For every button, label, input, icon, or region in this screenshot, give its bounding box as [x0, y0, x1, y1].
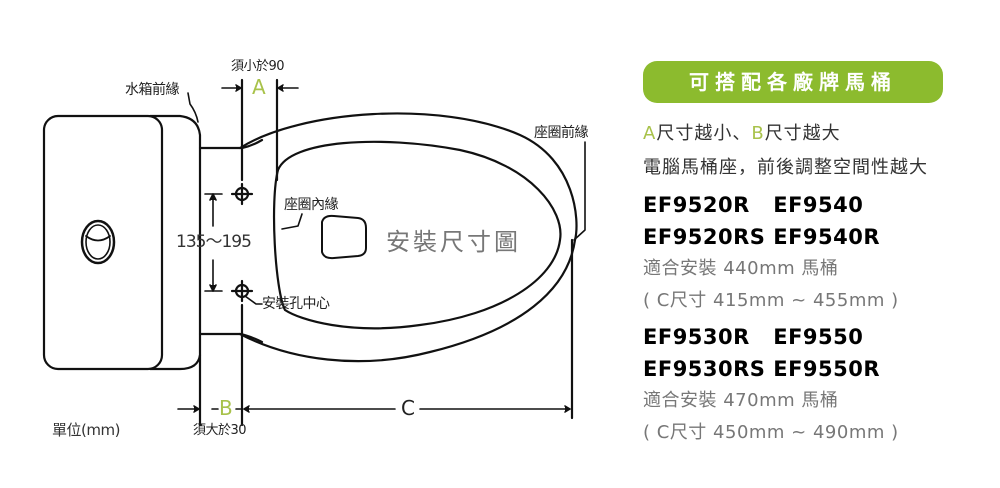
compatibility-badge: 可搭配各廠牌馬桶: [643, 61, 943, 103]
models-row: EF9520R EF9540: [643, 193, 864, 217]
a-note: 尺寸越小、: [656, 123, 752, 144]
dim-a-arrows: [221, 84, 299, 92]
size-note-line2: 電腦馬桶座，前後調整空間性越大: [643, 157, 928, 178]
letter-b: B: [751, 123, 765, 144]
must-be-greater-than-30-label: 須大於30: [193, 423, 247, 438]
dim-a-label: A: [252, 75, 266, 99]
c-range-text: ( C尺寸 415mm ~ 455mm ): [643, 290, 899, 311]
installation-dimension-diagram: 水箱前緣 須小於90 A 座圈前緣 座圈內緣 135～195 安裝孔中心 安裝尺…: [42, 59, 589, 439]
hole-spacing-label: 135～195: [176, 232, 252, 252]
models-row: EF9530RS EF9550R: [643, 357, 881, 381]
tank-front-edge-label: 水箱前緣: [125, 82, 180, 98]
model-group-1: EF9520R EF9540 EF9520RS EF9540R 適合安裝 440…: [643, 189, 983, 317]
models-row: EF9530R EF9550: [643, 325, 864, 349]
diagram-title: 安裝尺寸圖: [386, 228, 521, 256]
seat-inner-edge-label: 座圈內緣: [284, 197, 339, 213]
seat-inner-edge: [272, 140, 562, 330]
mounting-hole-top: [230, 182, 254, 206]
b-note: 尺寸越大: [764, 123, 841, 144]
fit-text: 適合安裝 470mm 馬桶: [643, 390, 839, 411]
tank-side: [148, 114, 202, 371]
c-range-text: ( C尺寸 450mm ~ 490mm ): [643, 422, 899, 443]
dim-c-label: C: [401, 396, 415, 420]
seat-front-edge-label: 座圈前緣: [534, 125, 589, 141]
fit-text: 適合安裝 440mm 馬桶: [643, 258, 839, 279]
unit-label: 單位(mm): [52, 421, 120, 439]
dim-bc-arrows: [177, 405, 571, 413]
letter-a: A: [643, 123, 657, 144]
mounting-hole-center-label: 安裝孔中心: [262, 296, 330, 312]
mounting-hole-bottom: [230, 279, 254, 303]
size-note-line1: A尺寸越小、B尺寸越大: [643, 119, 983, 145]
models-row: EF9520RS EF9540R: [643, 225, 881, 249]
dim-b-label: B: [219, 396, 233, 420]
toilet-outline-drawing: [42, 78, 586, 427]
model-group-2: EF9530R EF9550 EF9530RS EF9550R 適合安裝 470…: [643, 321, 983, 449]
must-be-less-than-90-label: 須小於90: [231, 59, 285, 74]
flush-button: [80, 219, 116, 265]
compatibility-panel: 可搭配各廠牌馬桶 A尺寸越小、B尺寸越大 電腦馬桶座，前後調整空間性越大 EF9…: [643, 61, 983, 449]
bowl-drain: [321, 214, 367, 260]
tank-body: [42, 114, 164, 371]
